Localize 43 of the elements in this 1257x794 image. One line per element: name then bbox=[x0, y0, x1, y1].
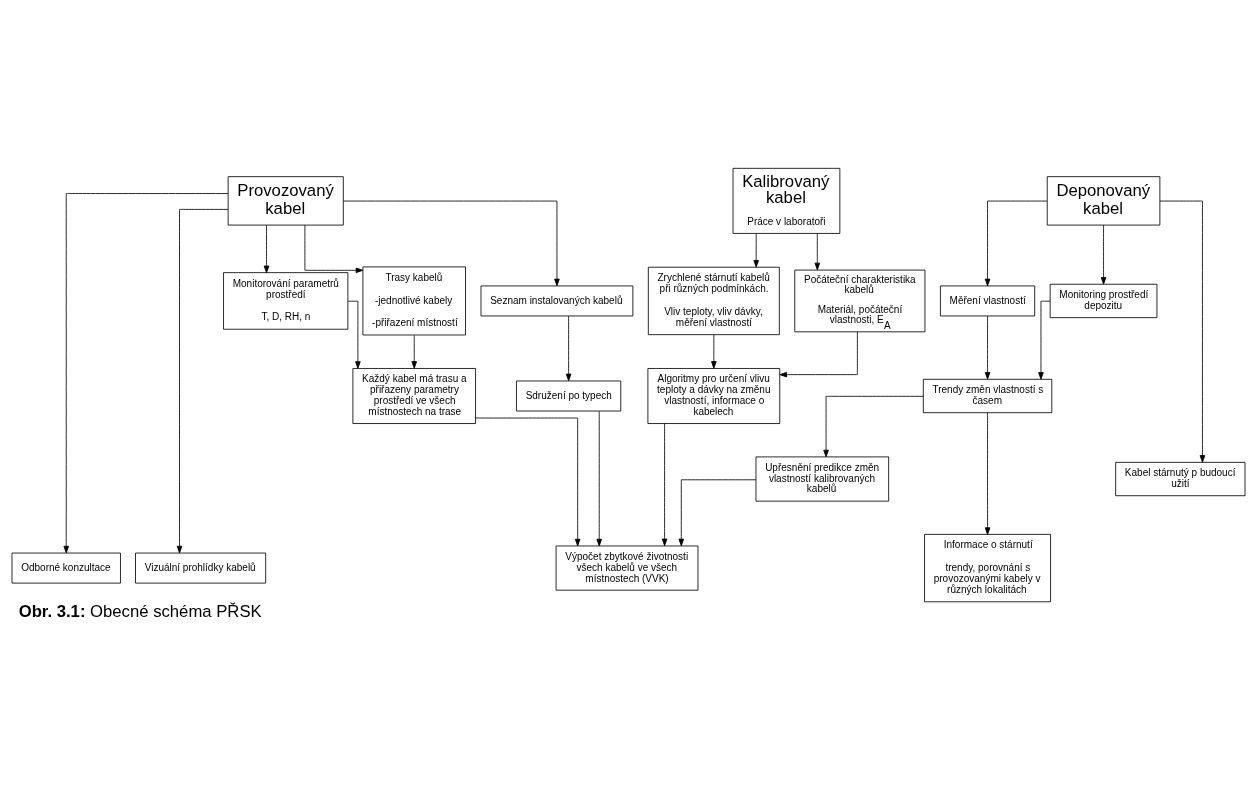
arrow bbox=[678, 478, 757, 546]
arrow bbox=[263, 224, 270, 273]
arrow bbox=[823, 395, 924, 457]
node-box: Odborné konzultace bbox=[11, 552, 121, 583]
node-box: Seznam instalovaných kabelů bbox=[480, 285, 634, 316]
arrow bbox=[753, 232, 759, 267]
arrow bbox=[411, 334, 417, 369]
node-box: Výpočet zbytkové životnosti všech kabelů ve všech místnostech (VVK) bbox=[555, 545, 699, 591]
node-box: Informace o stárnutí trendy, porovnání s provozovanými kabely v různých lokalitách bbox=[924, 533, 1051, 602]
arrow bbox=[661, 422, 668, 546]
arrow bbox=[1159, 200, 1206, 463]
node-box: Zrychlené stárnutí kabelů při různých podmínkách. Vliv teploty, vliv dávky, měření vlastností bbox=[647, 266, 780, 335]
arrow bbox=[814, 232, 821, 270]
arrow bbox=[711, 333, 717, 369]
node-box: Vizuální prohlídky kabelů bbox=[135, 552, 267, 583]
arrow bbox=[565, 315, 572, 381]
arrow bbox=[63, 192, 229, 553]
arrow bbox=[779, 331, 858, 377]
node-box: Kalibrovaný kabel Práce v laboratoři bbox=[732, 167, 841, 234]
arrow bbox=[347, 300, 361, 369]
arrow bbox=[984, 411, 991, 535]
node-box: Sdružení po typech bbox=[516, 380, 622, 411]
node-box: Monitoring prostředí depozitu bbox=[1049, 283, 1158, 318]
arrow bbox=[984, 315, 991, 379]
node-box: Algoritmy pro určení vlivu teploty a dávky na změnu vlastností, informace o kabelech bbox=[647, 367, 781, 424]
arrow bbox=[475, 417, 581, 546]
node-box: Deponovaný kabel bbox=[1046, 175, 1161, 225]
arrow bbox=[1100, 224, 1107, 285]
node-box: Kabel stárnutý p budoucí užití bbox=[1115, 461, 1246, 496]
node-box: Měření vlastností bbox=[940, 285, 1036, 316]
arrow bbox=[176, 208, 229, 553]
node-box: Upřesnění predikce změn vlastností kalibrovaných kabelů bbox=[755, 456, 890, 502]
arrow bbox=[984, 200, 1048, 286]
node-box: Každý kabel má trasu a přiřazeny parametry prostředí ve všech místnostech na trase bbox=[352, 367, 476, 424]
arrow bbox=[304, 224, 364, 273]
node-box: Trasy kabelů -jednotlivé kabely -přiřazení místností bbox=[362, 266, 466, 335]
arrow bbox=[1038, 300, 1051, 380]
node-box: Trendy změn vlastností s časem bbox=[922, 378, 1053, 413]
arrow bbox=[596, 410, 602, 546]
node-box: Provozovaný kabel bbox=[227, 175, 344, 225]
node-box: Monitorování parametrů prostředí T, D, RH, n bbox=[223, 271, 349, 330]
arrow bbox=[343, 200, 560, 286]
caption: Obr. 3.1: Obecné schéma PŘSK bbox=[18, 601, 262, 621]
